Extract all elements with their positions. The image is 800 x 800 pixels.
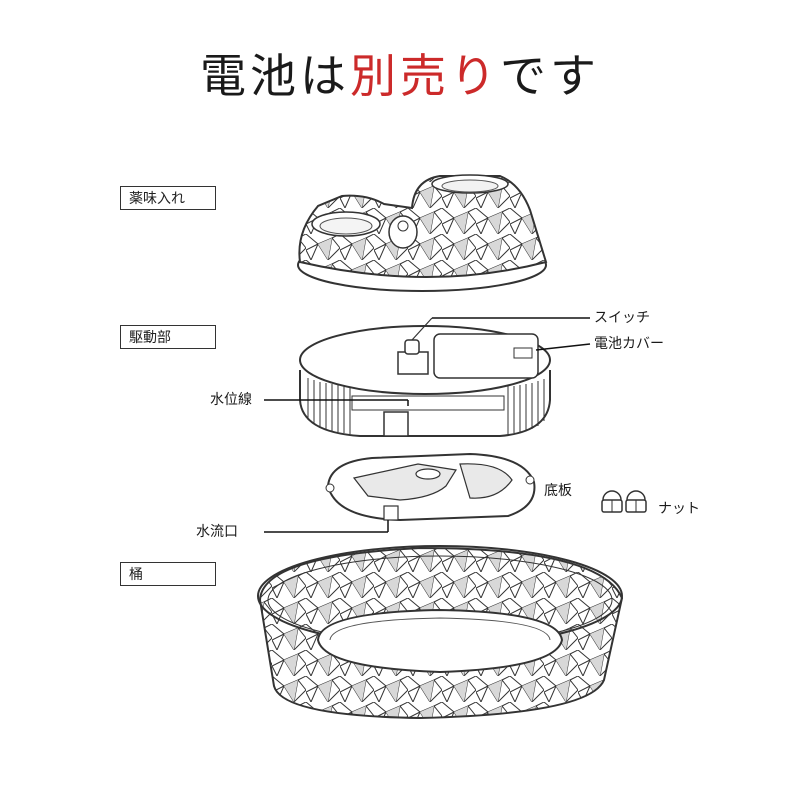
drive-unit	[299, 317, 551, 437]
callout-base-plate: 底板	[544, 483, 572, 499]
title-part1: 電池は	[200, 49, 350, 103]
callout-water-level: 水位線	[210, 392, 252, 408]
callout-water-outlet: 水流口	[196, 524, 238, 540]
callout-switch: スイッチ	[594, 310, 650, 326]
section-label-condiment-tray: 薬味入れ	[120, 186, 216, 210]
title-part2: です	[500, 49, 600, 103]
tub	[257, 545, 624, 720]
section-label-tub: 桶	[120, 562, 216, 586]
callout-battery-cover: 電池カバー	[594, 336, 664, 352]
base-plate	[325, 452, 536, 522]
page-title: 電池は別売りです	[0, 40, 800, 106]
section-label-drive-unit: 駆動部	[120, 325, 216, 349]
condiment-tray	[297, 174, 548, 292]
leader-lines	[264, 317, 591, 533]
title-highlight: 別売り	[350, 49, 500, 103]
callout-nut: ナット	[658, 501, 700, 517]
nut-icon	[601, 490, 647, 513]
